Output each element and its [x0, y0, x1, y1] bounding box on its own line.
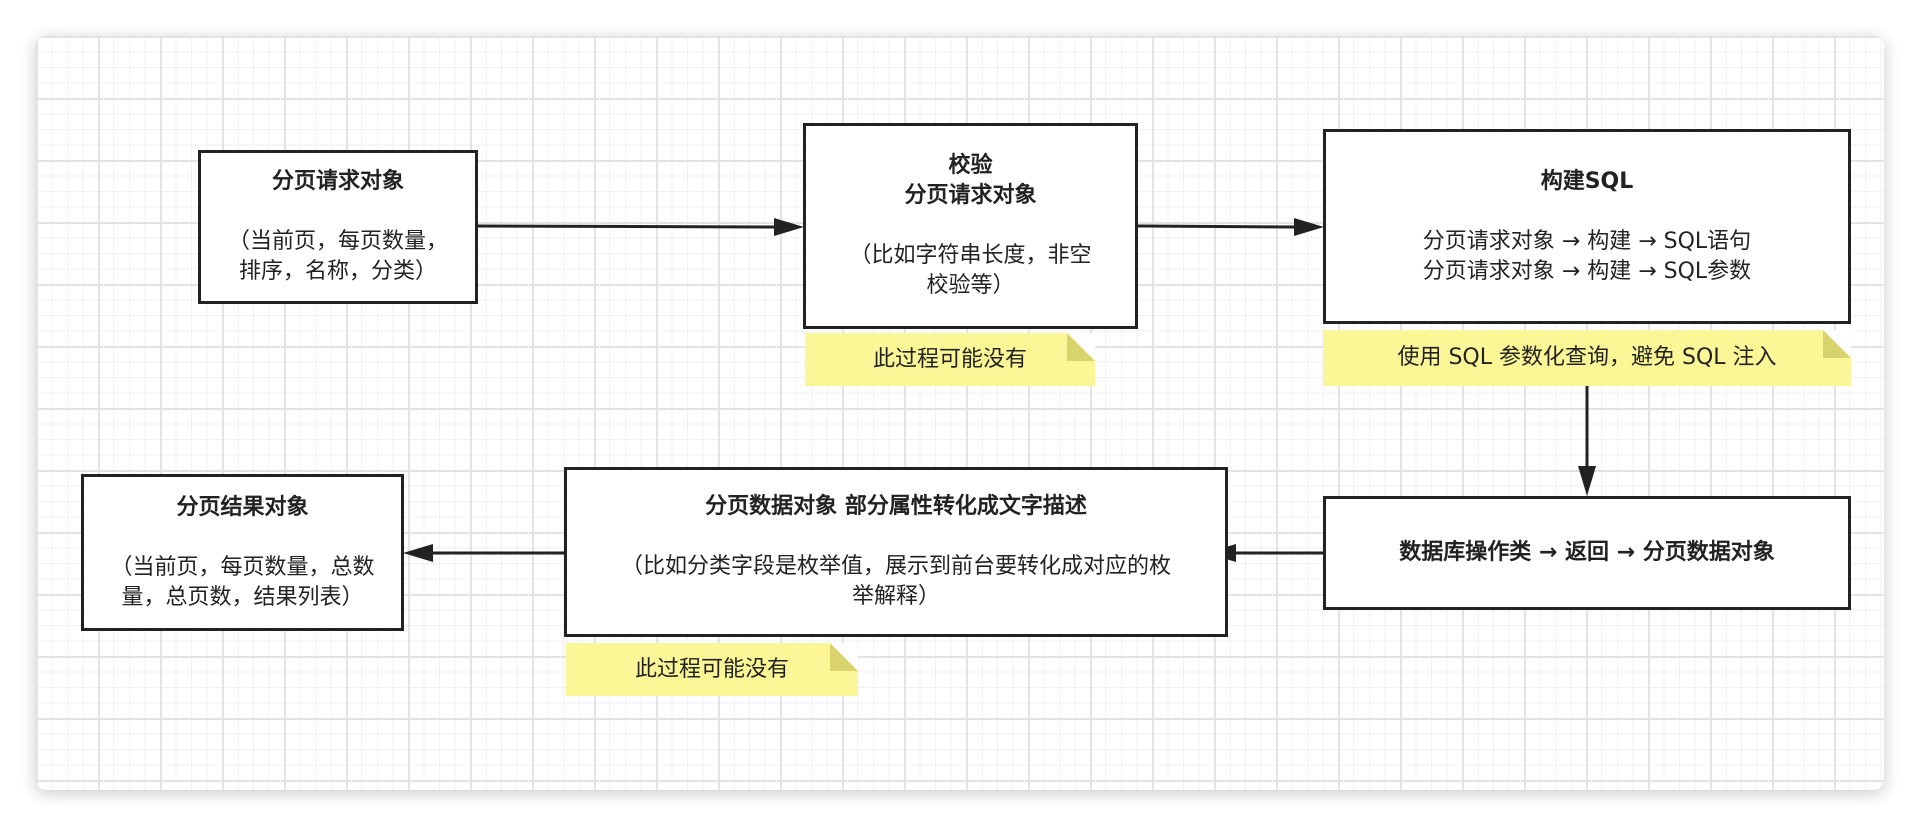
arrow-request-to-validate [476, 218, 804, 236]
sql-note-text: 使用 SQL 参数化查询，避免 SQL 注入 [1397, 345, 1777, 370]
page-result-node: 分页结果对象 （当前页，每页数量，总数 量，总页数，结果列表） [81, 474, 404, 631]
validate-note-text: 此过程可能没有 [872, 346, 1027, 372]
db-operation-title: 数据库操作类 → 返回 → 分页数据对象 [1399, 540, 1775, 565]
page-request-node: 分页请求对象 （当前页，每页数量， 排序，名称，分类） [198, 150, 478, 304]
page-data-detail-1: （比如分类字段是枚举值，展示到前台要转化成对应的枚 [620, 554, 1171, 579]
convert-note-text: 此过程可能没有 [634, 656, 789, 682]
arrow-validate-to-build-sql [1136, 218, 1324, 236]
arrow-page-data-to-result [403, 544, 565, 562]
validate-note: 此过程可能没有 [805, 333, 1095, 386]
db-operation-node: 数据库操作类 → 返回 → 分页数据对象 [1323, 496, 1851, 610]
page-data-detail-2: 举解释） [851, 584, 940, 609]
connectors [403, 218, 1596, 562]
note-fold-corner [1067, 333, 1095, 361]
page-result-detail-2: 量，总页数，结果列表） [121, 584, 364, 610]
page-request-detail-2: 排序，名称，分类） [238, 259, 437, 284]
arrow-build-sql-to-db [1578, 386, 1596, 496]
validate-title-2: 分页请求对象 [904, 183, 1037, 208]
diagram-canvas: 分页请求对象 （当前页，每页数量， 排序，名称，分类） 校验 分页请求对象 （比… [36, 36, 1884, 790]
validate-detail-1: （比如字符串长度，非空 [849, 243, 1092, 268]
page-result-detail-1: （当前页，每页数量，总数 [110, 554, 375, 580]
build-sql-title: 构建SQL [1540, 168, 1634, 194]
build-sql-detail-2: 分页请求对象 → 构建 → SQL参数 [1422, 258, 1752, 284]
validate-title-1: 校验 [948, 153, 993, 178]
validate-node: 校验 分页请求对象 （比如字符串长度，非空 校验等） [803, 123, 1138, 329]
validate-detail-2: 校验等） [926, 273, 1015, 298]
page-result-title: 分页结果对象 [176, 494, 309, 520]
page-request-detail-1: （当前页，每页数量， [227, 229, 448, 254]
convert-note: 此过程可能没有 [566, 643, 858, 696]
note-fold-corner [1823, 330, 1851, 358]
build-sql-detail-1: 分页请求对象 → 构建 → SQL语句 [1422, 228, 1752, 254]
page-data-title: 分页数据对象 部分属性转化成文字描述 [705, 494, 1087, 519]
sql-note: 使用 SQL 参数化查询，避免 SQL 注入 [1323, 330, 1851, 386]
build-sql-node: 构建SQL 分页请求对象 → 构建 → SQL语句 分页请求对象 → 构建 → … [1323, 129, 1851, 324]
note-fold-corner [830, 643, 858, 671]
page-request-title: 分页请求对象 [271, 169, 404, 194]
page-data-node: 分页数据对象 部分属性转化成文字描述 （比如分类字段是枚举值，展示到前台要转化成… [564, 467, 1228, 637]
